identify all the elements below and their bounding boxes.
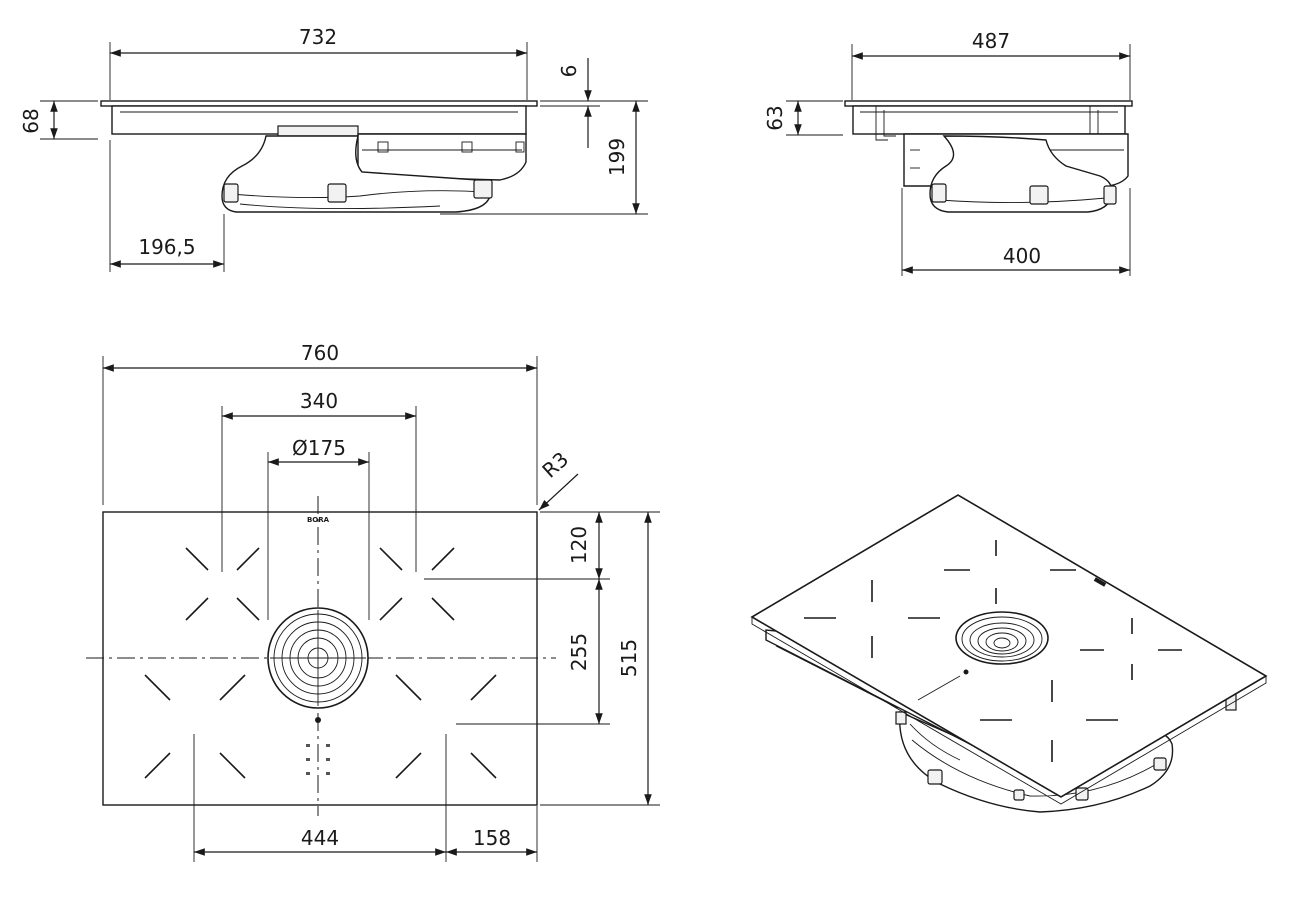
dim-diameter-175: Ø175 [292,436,346,460]
zone-markers-bottom-right [395,674,497,779]
side-glass-plate [100,100,538,107]
iso-control-strip [917,675,961,701]
dim-zone-255: 255 [567,633,591,671]
control-panel-marks [306,744,330,775]
extractor-grille [267,607,369,709]
iso-clip-d [1153,757,1167,771]
front-housing [852,105,1126,135]
dim-width-487: 487 [972,29,1010,53]
dim-glass-6: 6 [557,65,581,78]
control-indicator-dot [315,717,321,723]
dim-width-444: 444 [301,826,339,850]
side-extractor-duct [221,135,491,213]
dim-height-68: 68 [19,108,43,133]
iso-extractor-grille [955,611,1049,665]
dim-height-63: 63 [763,105,787,130]
iso-clip-b [1075,787,1089,801]
front-clip-center [1029,185,1049,205]
dim-offset-120: 120 [567,526,591,564]
dim-offset-196-5: 196,5 [138,235,195,259]
iso-clip-c [1013,789,1025,801]
dim-radius-r3: R3 [537,447,573,483]
side-fan-box [357,133,527,181]
dim-width-400: 400 [1003,244,1041,268]
dim-depth-199: 199 [605,138,629,176]
front-glass-plate [844,100,1133,107]
front-view: 487 63 400 [763,29,1133,276]
iso-clip-a [927,769,943,785]
zone-markers-top-left [185,547,260,621]
front-clip-left [931,183,947,203]
dim-span-340: 340 [300,389,338,413]
front-bracket-left [875,106,896,141]
top-view: BORA 760 340 Ø175 R3 120 255 [86,341,660,862]
dim-depth-515: 515 [617,639,641,677]
iso-bracket-left [895,711,907,725]
side-clip-center [327,183,347,203]
side-motor-cap [277,125,359,137]
iso-brand-mark [1093,577,1107,587]
iso-zone-markers [804,540,1182,762]
zone-markers-bottom-left [144,674,246,779]
side-clip-left [223,183,239,203]
dim-width-732: 732 [299,25,337,49]
zone-markers-top-right [379,547,455,621]
side-view: 732 68 6 199 196,5 [19,25,648,272]
front-clip-right [1103,185,1117,205]
brand-logo: BORA [307,516,330,524]
dim-width-760: 760 [301,341,339,365]
side-clip-right [473,179,493,199]
iso-control-dot [963,669,969,675]
isometric-view [750,494,1268,813]
dim-width-158: 158 [473,826,511,850]
